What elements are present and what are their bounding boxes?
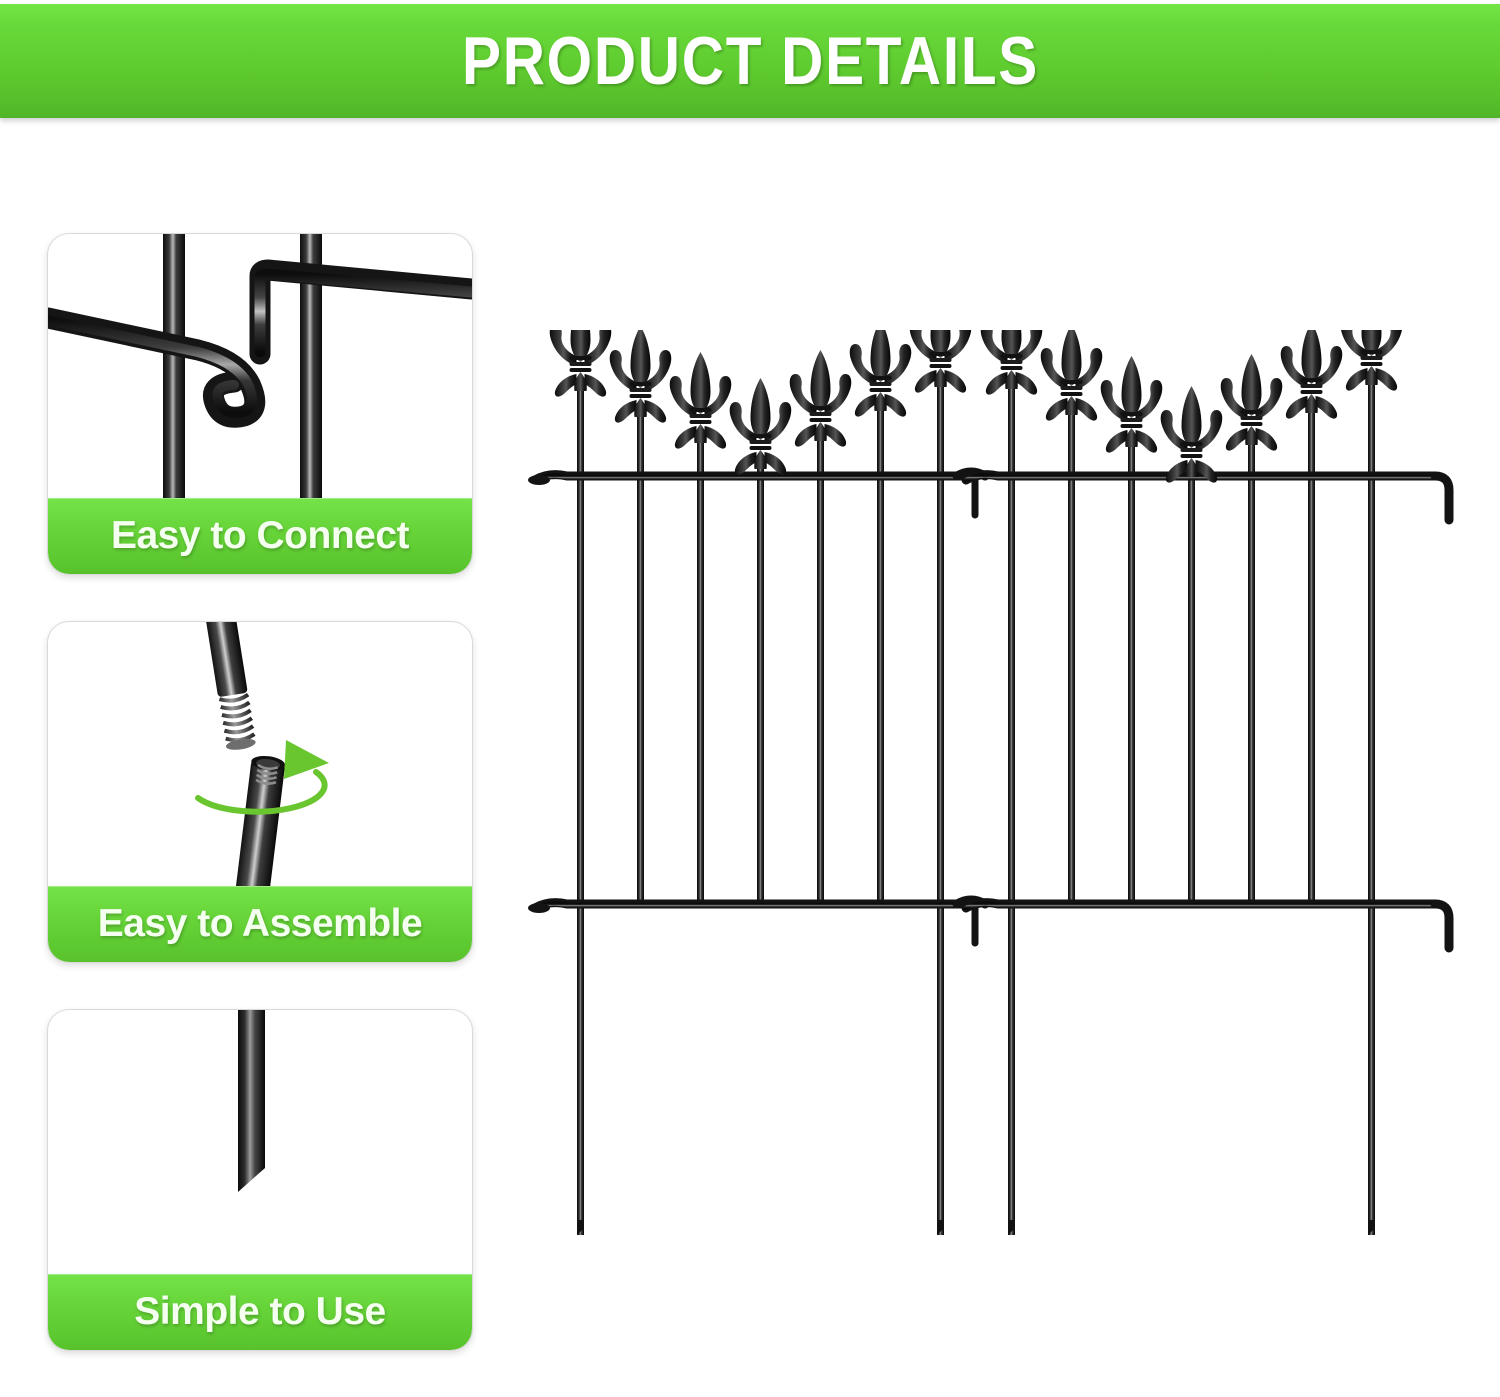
fence-svg: [528, 330, 1454, 1235]
feature-card-easy-to-assemble[interactable]: Easy to Assemble: [47, 621, 473, 963]
fence-panel-2: [961, 330, 1454, 1235]
feature-card-easy-to-connect[interactable]: Easy to Connect: [47, 233, 473, 575]
panel-1-posts: [577, 386, 944, 1235]
feature-card-simple-to-use[interactable]: Simple to Use: [47, 1009, 473, 1351]
panel-2-top-rail: [961, 470, 1454, 525]
panel-1-top-rail: [528, 467, 990, 519]
fence-product-illustration: [505, 330, 1485, 1290]
fence-panel-1: [528, 330, 990, 1235]
panel-1-bottom-rail: [528, 895, 990, 947]
product-details-banner: PRODUCT DETAILS: [0, 4, 1500, 118]
pointed-ground-stake-illustration: [48, 1010, 472, 1274]
panel-2-finials: [980, 330, 1403, 483]
panel-2-posts: [1008, 384, 1375, 1235]
feature-caption-label: Simple to Use: [134, 1290, 386, 1333]
fence-rod-hook-connector-illustration: [48, 234, 472, 498]
page-title: PRODUCT DETAILS: [461, 23, 1039, 99]
panel-2-bottom-rail: [961, 898, 1454, 953]
feature-caption-bar: Easy to Connect: [48, 498, 472, 574]
panel-1-finials: [549, 330, 972, 475]
feature-caption-label: Easy to Assemble: [97, 902, 423, 945]
feature-caption-label: Easy to Connect: [110, 514, 410, 557]
threaded-rod-screw-together-illustration: [48, 622, 472, 886]
feature-card-list: Easy to Connect: [47, 233, 473, 1397]
rotate-icon: [195, 740, 329, 815]
feature-caption-bar: Simple to Use: [48, 1274, 472, 1350]
feature-caption-bar: Easy to Assemble: [48, 886, 472, 962]
